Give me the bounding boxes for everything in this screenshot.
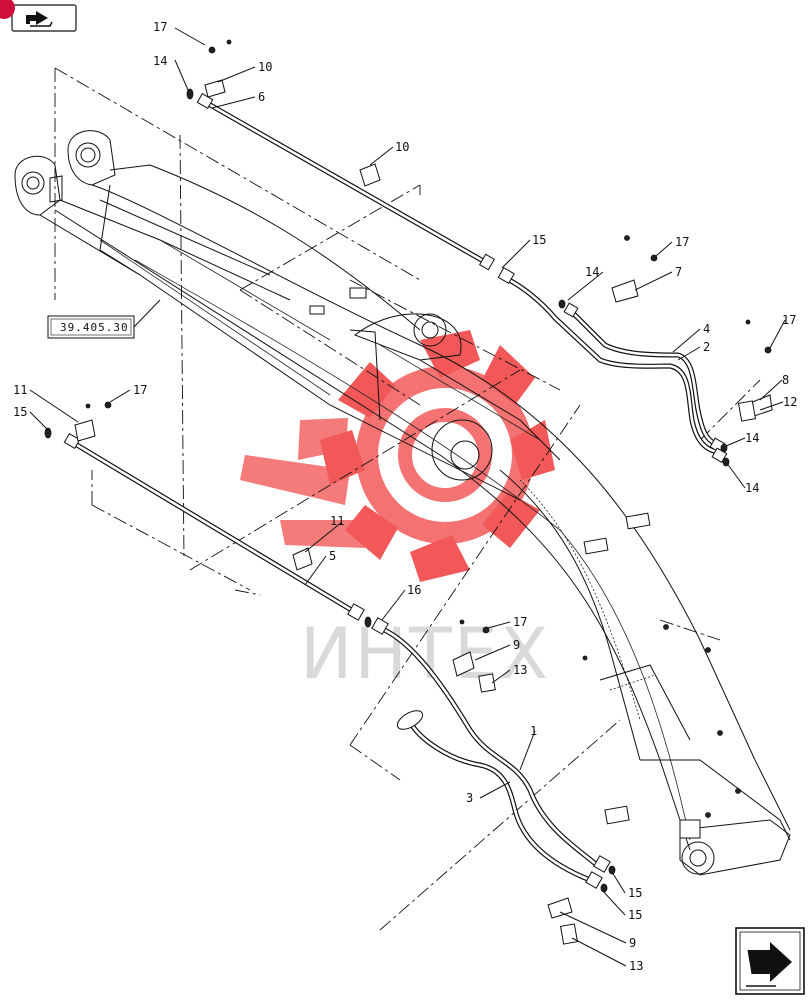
callout-15[interactable]: 15 [628, 908, 642, 922]
callout-14[interactable]: 14 [745, 431, 759, 445]
next-arrow-icon [746, 942, 792, 987]
callout-17[interactable]: 17 [513, 615, 527, 629]
boom-structure [14, 130, 791, 876]
status-badge [0, 0, 15, 19]
callout-1[interactable]: 1 [530, 724, 537, 738]
callout-17[interactable]: 17 [153, 20, 167, 34]
callout-3[interactable]: 3 [466, 791, 473, 805]
callout-7[interactable]: 7 [675, 265, 682, 279]
callout-11[interactable]: 11 [330, 514, 344, 528]
construction-lines [54, 67, 761, 931]
callout-10[interactable]: 10 [395, 140, 409, 154]
callout-13[interactable]: 13 [629, 959, 643, 973]
tube-lower-5 [69, 439, 361, 617]
callout-11[interactable]: 11 [13, 383, 27, 397]
fittings [44, 39, 773, 945]
callout-15[interactable]: 15 [532, 233, 546, 247]
callout-9[interactable]: 9 [629, 936, 636, 950]
callout-8[interactable]: 8 [782, 373, 789, 387]
back-arrow-icon [26, 11, 53, 27]
callout-6[interactable]: 6 [258, 90, 265, 104]
callout-17[interactable]: 17 [133, 383, 147, 397]
reference-box[interactable]: 39.405.30 [47, 299, 161, 339]
next-button[interactable] [735, 927, 805, 995]
tube-upper-4-2 [502, 275, 721, 455]
callout-12[interactable]: 12 [783, 395, 797, 409]
watermark-text: ИНТЕХ [300, 613, 550, 695]
tube-lower-1-3 [377, 625, 601, 883]
callout-15[interactable]: 15 [628, 886, 642, 900]
reference-box-label: 39.405.30 [60, 321, 129, 334]
callout-5[interactable]: 5 [329, 549, 336, 563]
callout-4[interactable]: 4 [703, 322, 710, 336]
callout-16[interactable]: 16 [407, 583, 421, 597]
callout-15[interactable]: 15 [13, 405, 27, 419]
callout-13[interactable]: 13 [513, 663, 527, 677]
callout-2[interactable]: 2 [703, 340, 710, 354]
callouts: 17 14 10 6 10 15 17 14 7 4 2 17 8 12 14 … [13, 20, 797, 973]
callout-17[interactable]: 17 [675, 235, 689, 249]
back-button[interactable] [11, 4, 77, 32]
tube-upper-6 [202, 99, 488, 265]
callout-14[interactable]: 14 [153, 54, 167, 68]
callout-9[interactable]: 9 [513, 638, 520, 652]
watermark-logo [240, 330, 555, 582]
leader-lines [29, 27, 786, 967]
callout-17[interactable]: 17 [782, 313, 796, 327]
callout-14[interactable]: 14 [745, 481, 759, 495]
callout-14[interactable]: 14 [585, 265, 599, 279]
callout-10[interactable]: 10 [258, 60, 272, 74]
